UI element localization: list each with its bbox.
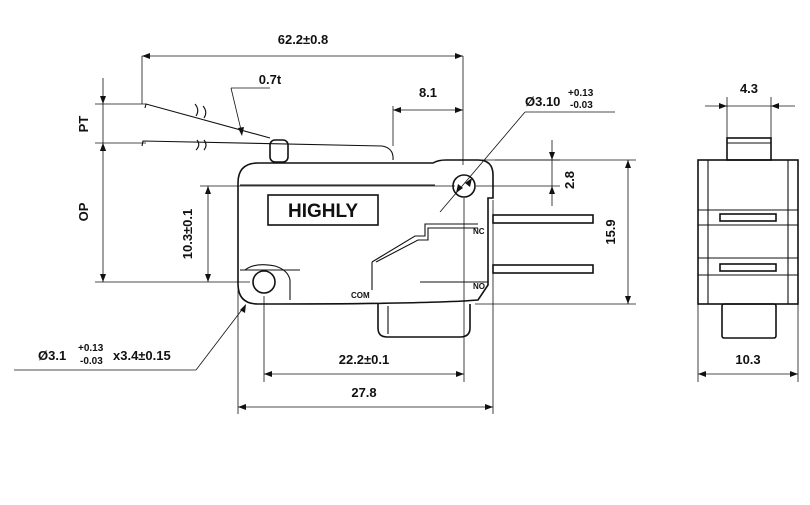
arrow: [205, 186, 211, 194]
side-body: [697, 159, 799, 305]
dim-lever-thickness: 0.7t: [259, 72, 282, 87]
arrow: [455, 107, 463, 113]
dim-hole-bottom-main: Ø3.1: [38, 348, 66, 363]
arrow: [456, 371, 464, 377]
arrow: [549, 152, 555, 160]
arrow: [205, 274, 211, 282]
leader: [195, 306, 245, 371]
internal-spring: [371, 223, 478, 290]
front-view: HIGHLY NC NO COM: [141, 103, 594, 338]
dim-hole-bottom-slot: x3.4±0.15: [113, 348, 171, 363]
arrow: [238, 127, 244, 136]
dim-height-total: 15.9: [603, 219, 618, 244]
terminal-nc-label: NC: [473, 227, 485, 236]
dim-hole-top-tol-minus: -0.03: [570, 100, 593, 111]
dim-body-length: 27.8: [351, 385, 376, 400]
side-terminal-nc: [719, 213, 777, 222]
arrow: [456, 184, 463, 193]
lever-operated: [141, 140, 394, 161]
arrow: [238, 404, 246, 410]
arrow: [240, 304, 246, 313]
dim-hole-top-main: Ø3.10: [525, 94, 560, 109]
terminal-com-label: COM: [351, 291, 370, 300]
arrow: [465, 178, 472, 187]
lever-free: [144, 103, 271, 139]
side-terminal-no: [719, 263, 777, 272]
arrow: [625, 296, 631, 304]
lever-break: [194, 103, 207, 151]
dim-hole-spacing-v: 10.3±0.1: [180, 209, 195, 260]
lever-roller: [269, 139, 289, 163]
dim-side-width: 10.3: [735, 352, 760, 367]
side-bottom-tab: [721, 303, 777, 339]
arrow: [790, 371, 798, 377]
arrow: [393, 107, 401, 113]
dim-hole-bottom-tol-plus: +0.13: [78, 343, 104, 354]
dim-hole-top-tol-plus: +0.13: [568, 88, 594, 99]
terminal-nc: [492, 214, 594, 224]
switch-body: [237, 159, 494, 305]
terminal-no-label: NO: [473, 282, 485, 291]
dim-hole-bottom-tol-minus: -0.03: [80, 356, 103, 367]
mount-hole-bottom: [252, 270, 276, 294]
side-view: 4.3 10.3: [697, 81, 799, 382]
arrow: [142, 53, 150, 59]
dim-op: OP: [76, 202, 91, 221]
arrow: [698, 371, 706, 377]
side-top-stub: [726, 137, 772, 161]
arrow: [485, 404, 493, 410]
arrow: [264, 371, 272, 377]
terminal-no: [492, 264, 594, 274]
dim-side-top-width: 4.3: [740, 81, 758, 96]
brand-label: HIGHLY: [288, 201, 358, 222]
dim-hole-spacing-h: 22.2±0.1: [339, 352, 390, 367]
arrow: [771, 103, 779, 109]
arrow: [100, 274, 106, 282]
arrow: [455, 53, 463, 59]
leader: [230, 87, 243, 135]
dim-lever-offset: 8.1: [419, 85, 437, 100]
arrow: [625, 160, 631, 168]
hole-boss: [244, 264, 291, 300]
arrow: [719, 103, 727, 109]
dim-overall-length: 62.2±0.8: [278, 32, 329, 47]
dim-hole-top-offset: 2.8: [562, 171, 577, 189]
dim-pt: PT: [76, 116, 91, 133]
bottom-tab: [377, 304, 471, 338]
dimensions-front: 62.2±0.8 0.7t 8.1 PT OP 10.3±0.1: [14, 32, 636, 414]
brand-label-box: [267, 194, 379, 226]
arrow: [100, 96, 106, 104]
arrow: [100, 143, 106, 151]
leader: [439, 111, 526, 213]
dim-hole-top: Ø3.10: [525, 94, 560, 109]
arrow: [549, 186, 555, 194]
